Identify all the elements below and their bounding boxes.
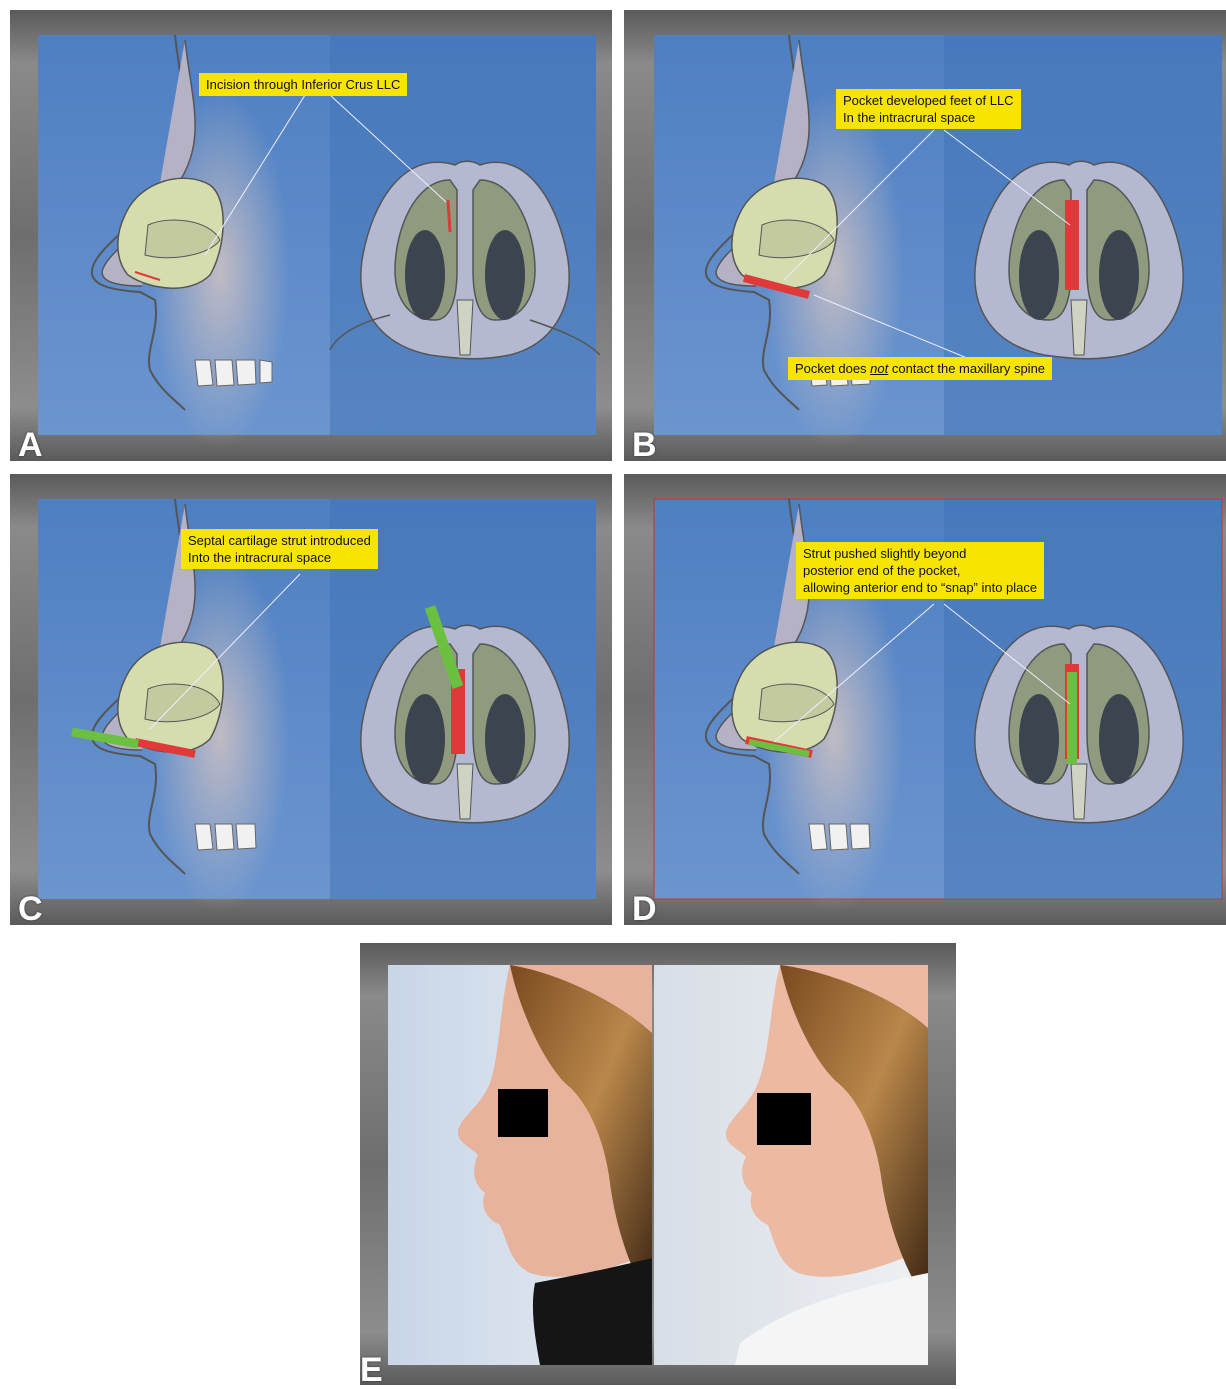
privacy-box-icon <box>757 1093 811 1145</box>
panel-b: Pocket developed feet of LLC In the intr… <box>624 10 1226 461</box>
callout-b2-line: Pocket does not contact the maxillary sp… <box>795 360 1045 377</box>
callout-b-line-1: Pocket developed feet of LLC <box>843 92 1014 109</box>
panel-label-c: C <box>18 892 43 926</box>
illustration-b <box>624 10 1226 461</box>
panel-label-b: B <box>632 428 657 462</box>
callout-d-line-2: posterior end of the pocket, <box>803 562 1037 579</box>
panel-label-a: A <box>18 428 43 462</box>
panel-e: E <box>360 943 956 1385</box>
panel-label-e: E <box>360 1353 383 1387</box>
panel-a: Incision through Inferior Crus LLC A <box>10 10 612 461</box>
callout-a-line-1: Incision through Inferior Crus LLC <box>206 76 400 93</box>
photo-pair-e <box>360 943 956 1385</box>
privacy-box-icon <box>498 1089 548 1137</box>
callout-d-line-1: Strut pushed slightly beyond <box>803 545 1037 562</box>
callout-c-line-1: Septal cartilage strut introduced <box>188 532 371 549</box>
callout-c-line-2: Into the intracrural space <box>188 549 371 566</box>
callout-d-line-3: allowing anterior end to “snap” into pla… <box>803 579 1037 596</box>
callout-b-bottom: Pocket does not contact the maxillary sp… <box>788 357 1052 380</box>
callout-a: Incision through Inferior Crus LLC <box>199 73 407 96</box>
panel-label-d: D <box>632 892 657 926</box>
callout-b-line-2: In the intracrural space <box>843 109 1014 126</box>
callout-b-top: Pocket developed feet of LLC In the intr… <box>836 89 1021 129</box>
callout-c: Septal cartilage strut introduced Into t… <box>181 529 378 569</box>
panel-c: Septal cartilage strut introduced Into t… <box>10 474 612 925</box>
callout-d: Strut pushed slightly beyond posterior e… <box>796 542 1044 599</box>
panel-d: Strut pushed slightly beyond posterior e… <box>624 474 1226 925</box>
